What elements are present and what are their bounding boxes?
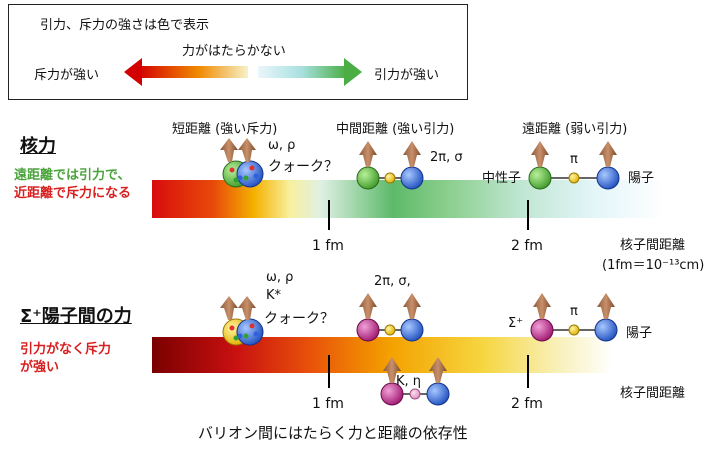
nuclear-neutron-label: 中性子 [482, 171, 522, 186]
sigma-quark-label: クォーク？ [264, 311, 334, 327]
legend-neutral-label: 力がはたらかない [182, 44, 286, 59]
sigma-baryon-label: Σ⁺ [508, 316, 524, 331]
nuclear-mid-mesons: 2π, σ [430, 150, 463, 165]
nuclear-quark-label: クォーク？ [268, 159, 338, 175]
sigma-force-gradient-bar [152, 337, 612, 373]
sigma-mid-range-baryons [356, 293, 424, 342]
sigma-mid-mesons: 2π, σ, [374, 274, 411, 289]
nuclear-pion-label: π [570, 152, 578, 167]
nuclear-note-line1: 遠距離では引力で、 [14, 168, 131, 183]
legend-repulsive-label: 斥力が強い [34, 68, 100, 83]
nuclear-axis-title: 核子間距離 [620, 238, 686, 253]
sigma-note-line2: が強い [20, 360, 60, 375]
sigma-short-range-baryons [220, 296, 264, 346]
nuclear-short-mesons: ω, ρ [268, 138, 296, 153]
sigma-short-mesons-2: K* [266, 288, 282, 303]
nuclear-tick-1fm-label: 1 fm [312, 238, 344, 254]
nuclear-region-mid: 中間距離 (強い引力) [336, 122, 455, 137]
sigma-short-mesons-1: ω, ρ [266, 270, 294, 285]
legend-box [8, 4, 468, 100]
sigma-proton-label: 陽子 [626, 326, 653, 341]
nuclear-long-range-nucleons [528, 141, 620, 190]
legend-attractive-label: 引力が強い [374, 68, 440, 83]
sigma-tick-1fm-label: 1 fm [312, 396, 344, 412]
legend-title: 引力、斥力の強さは色で表示 [40, 18, 210, 33]
legend-arrow-attractive [258, 58, 362, 86]
nuclear-short-range-nucleons [220, 138, 264, 188]
sigma-axis-title: 核子間距離 [620, 386, 686, 401]
figure-caption: バリオン間にはたらく力と距離の依存性 [198, 424, 468, 442]
nuclear-mid-range-nucleons [356, 141, 424, 190]
sigma-kaon-exchange-baryons [380, 357, 450, 406]
legend-arrow-repulsive [124, 58, 248, 86]
nuclear-force-title: 核力 [20, 136, 56, 157]
sigma-pion-label: π [570, 304, 578, 319]
sigma-proton-force-title: Σ⁺陽子間の力 [20, 306, 132, 327]
nuclear-tick-2fm-label: 2 fm [511, 238, 543, 254]
nuclear-region-long: 遠距離 (弱い引力) [522, 122, 628, 137]
sigma-note-line1: 引力がなく斥力 [20, 342, 112, 357]
nuclear-proton-label: 陽子 [628, 171, 655, 186]
sigma-kaon-label: K, η [396, 374, 422, 389]
sigma-tick-2fm-label: 2 fm [511, 396, 543, 412]
nuclear-axis-unit: (1fm＝10⁻¹³cm) [602, 258, 705, 273]
nuclear-note-line2: 近距離で斥力になる [14, 186, 132, 201]
nuclear-region-short: 短距離 (強い斥力) [172, 122, 278, 137]
sigma-long-range-baryons [530, 293, 618, 342]
